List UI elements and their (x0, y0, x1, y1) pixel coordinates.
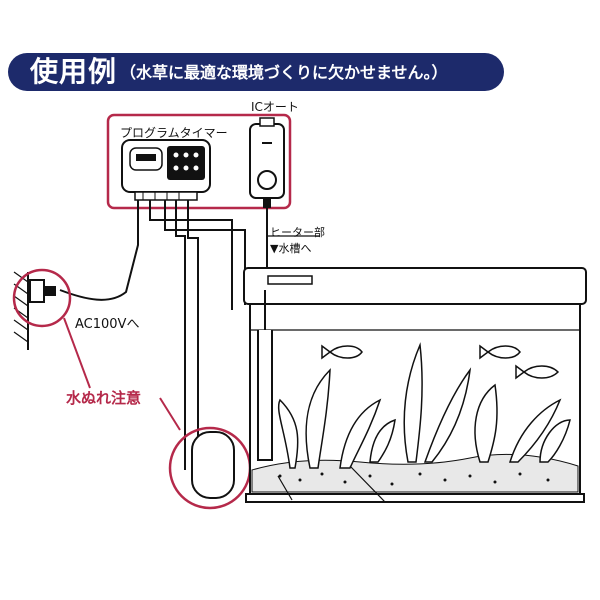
heater-pointer-lines (268, 235, 386, 503)
header-banner (8, 53, 504, 91)
water-warning-label: 水ぬれ注意 (66, 389, 142, 407)
heater-part-label: ヒーター部 (270, 226, 325, 239)
header-title: 使用例 (30, 55, 118, 88)
fish-icon (321, 344, 560, 380)
ac-power-label: AC100Vへ (75, 317, 140, 332)
warning-pointer-line (63, 317, 91, 389)
warning-pointer-line (159, 397, 181, 431)
header-subtitle: （水草に最適な環境づくりに欠かせません。） (120, 63, 448, 82)
ic-auto-controller-icon (249, 117, 285, 208)
ic-auto-label: ICオート (251, 100, 299, 114)
aquatic-plants (277, 342, 571, 469)
wall-outlet-icon (13, 271, 56, 350)
outlet-highlight-circle (12, 268, 72, 328)
pump-icon (191, 431, 235, 499)
program-timer-label: プログラムタイマー (120, 126, 228, 140)
to-tank-label: ▼水槽へ (270, 242, 312, 255)
program-timer-icon (121, 139, 211, 201)
equipment-highlight-box (106, 113, 292, 210)
